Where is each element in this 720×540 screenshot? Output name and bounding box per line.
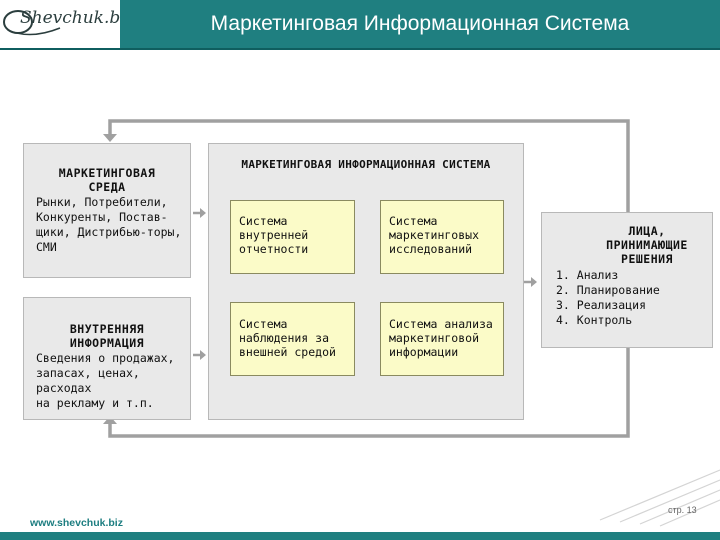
subsystem-line: Система xyxy=(239,214,288,228)
decision-title-line3: РЕШЕНИЯ xyxy=(621,252,673,266)
logo: Shevchuk.biz xyxy=(0,0,135,48)
mis-title: МАРКЕТИНГОВАЯ ИНФОРМАЦИОННАЯ СИСТЕМА xyxy=(241,158,491,171)
top-feedback-arrowhead xyxy=(103,134,117,142)
top-feedback-line xyxy=(108,119,630,212)
header-divider xyxy=(0,48,720,50)
internal-body-line: на рекламу и т.п. xyxy=(36,396,154,410)
env-body-line: щики, Дистрибью-торы, xyxy=(36,225,182,239)
subsystem-line: наблюдения за xyxy=(239,331,330,345)
internal-information-box: ВНУТРЕННЯЯ ИНФОРМАЦИЯ Сведения о продажа… xyxy=(23,297,191,420)
logo-swirl-icon xyxy=(3,10,61,36)
decision-title-line1: ЛИЦА, xyxy=(628,224,666,238)
env-title-line2: СРЕДА xyxy=(88,180,126,194)
env-body: Рынки, Потребители, Конкуренты, Постав- … xyxy=(24,195,190,255)
decision-list-item: 4. Контроль xyxy=(556,313,633,327)
decision-list: 1. Анализ 2. Планирование 3. Реализация … xyxy=(542,268,712,328)
subsystem-line: Система анализа xyxy=(389,317,493,331)
env-body-line: СМИ xyxy=(36,240,57,254)
bottom-feedback-line xyxy=(108,348,630,438)
page-number: стр. 13 xyxy=(668,505,697,515)
decision-list-item: 1. Анализ xyxy=(556,268,619,282)
logo-text: Shevchuk.biz xyxy=(20,8,135,28)
subsystem-line: информации xyxy=(389,345,459,359)
marketing-environment-box: МАРКЕТИНГОВАЯ СРЕДА Рынки, Потребители, … xyxy=(23,143,191,278)
env-body-line: Конкуренты, Постав- xyxy=(36,210,168,224)
internal-body-line: Сведения о продажах, xyxy=(36,351,175,365)
footer-bar xyxy=(0,532,720,540)
internal-to-mis-arrow xyxy=(200,350,206,360)
subsystem-line: маркетинговой xyxy=(389,331,480,345)
page-title: Маркетинговая Информационная Система xyxy=(210,12,630,35)
footer-url[interactable]: www.shevchuk.biz xyxy=(30,517,123,529)
subsystem-line: исследований xyxy=(389,242,473,256)
information-analysis-subsystem: Система анализа маркетинговой информации xyxy=(380,302,504,376)
internal-body: Сведения о продажах, запасах, ценах, рас… xyxy=(24,351,190,411)
mis-to-decision-arrow xyxy=(531,277,537,287)
decision-list-item: 2. Планирование xyxy=(556,283,660,297)
subsystem-line: Система xyxy=(389,214,438,228)
subsystem-line: отчетности xyxy=(239,242,309,256)
subsystem-line: внутренней xyxy=(239,228,309,242)
internal-title-line1: ВНУТРЕННЯЯ xyxy=(69,322,145,336)
internal-title-line2: ИНФОРМАЦИЯ xyxy=(69,336,145,350)
bottom-feedback-arrowhead xyxy=(103,416,117,424)
environment-monitoring-subsystem: Система наблюдения за внешней средой xyxy=(230,302,355,376)
marketing-research-subsystem: Система маркетинговых исследований xyxy=(380,200,504,274)
env-body-line: Рынки, Потребители, xyxy=(36,195,168,209)
decision-title-line2: ПРИНИМАЮЩИЕ xyxy=(606,238,688,252)
decision-makers-box: ЛИЦА, ПРИНИМАЮЩИЕ РЕШЕНИЯ 1. Анализ 2. П… xyxy=(541,212,713,348)
env-to-mis-arrow xyxy=(200,208,206,218)
decision-list-item: 3. Реализация xyxy=(556,298,647,312)
header: Shevchuk.biz Маркетинговая Информационна… xyxy=(0,0,720,50)
internal-reporting-subsystem: Система внутренней отчетности xyxy=(230,200,355,274)
env-title-line1: МАРКЕТИНГОВАЯ xyxy=(58,166,156,180)
subsystem-line: маркетинговых xyxy=(389,228,480,242)
subsystem-line: внешней средой xyxy=(239,345,336,359)
subsystem-line: Система xyxy=(239,317,288,331)
internal-body-line: запасах, ценах, расходах xyxy=(36,366,140,395)
header-bar xyxy=(120,0,720,48)
